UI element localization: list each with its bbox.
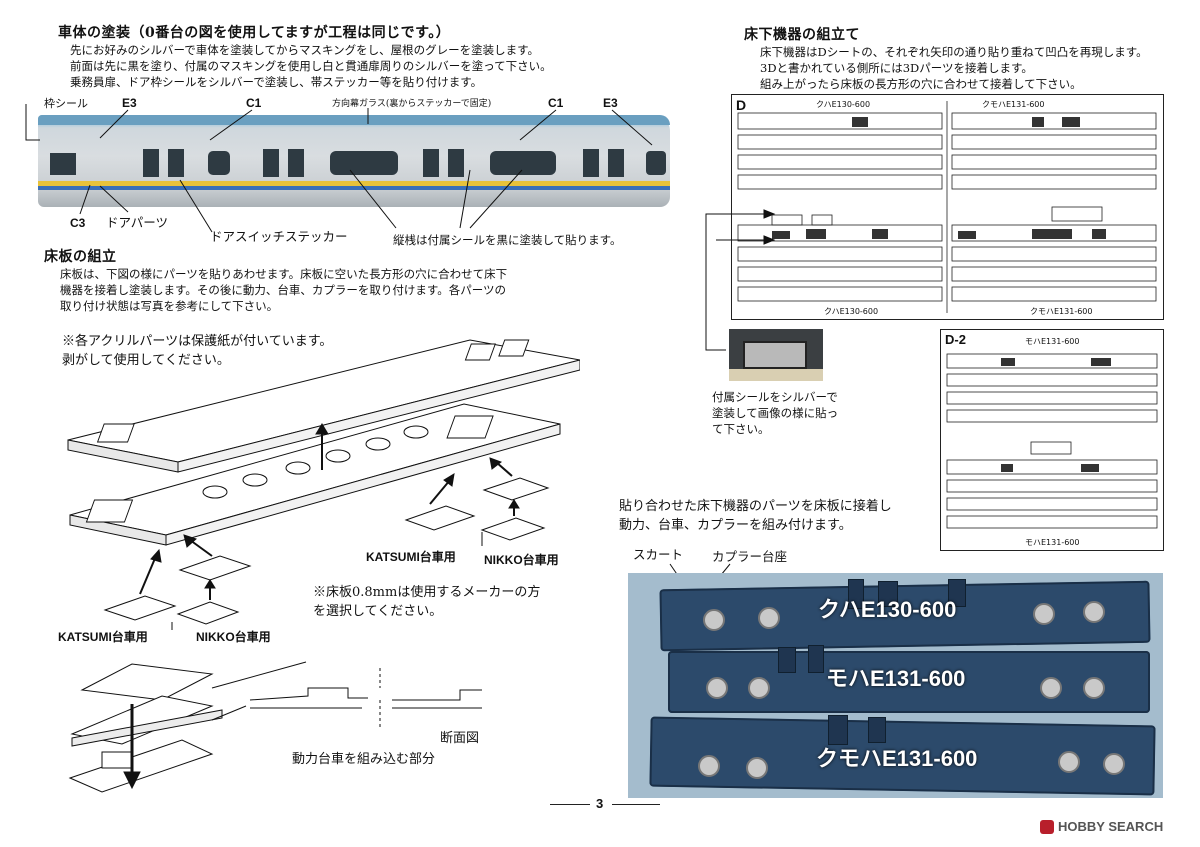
label-door-parts: ドアパーツ: [106, 215, 169, 230]
underfloor-line: 組み上がったら床板の長方形の穴に合わせて接着して下さい。: [760, 77, 1082, 91]
section-label: 断面図: [440, 731, 480, 746]
sheet-d-kuha-bottom: クハE130-600: [824, 307, 879, 316]
coupler-base-label: カプラー台座: [712, 549, 788, 564]
page-rule-right: [612, 804, 660, 805]
underfloor-text: 床下機器はDシートの、それぞれ矢印の通り貼り重ねて凹凸を再現します。 3Dと書か…: [760, 44, 1148, 92]
body-paint-text: 先にお好みのシルバーで車体を塗装してからマスキングをし、屋根のグレーを塗装します…: [70, 42, 552, 90]
underfloor-connector: [705, 209, 776, 351]
label-waku-seal: 枠シール: [44, 97, 88, 110]
acrylic-note: ※各アクリルパーツは保護紙が付いています。 剥がして使用してください。: [62, 332, 332, 370]
train-body-photo: [38, 115, 670, 207]
sheet-d2-drawing: [946, 353, 1158, 529]
seal-note-line: 付属シールをシルバーで: [712, 390, 838, 404]
sheet-d-drawing: [737, 101, 1157, 313]
body-paint-line: 先にお好みのシルバーで車体を塗装してからマスキングをし、屋根のグレーを塗装します…: [70, 43, 539, 57]
sheet-d-label: D: [736, 97, 747, 113]
body-paint-title: 車体の塗装（0番台の図を使用してますが工程は同じです。）: [58, 25, 451, 41]
sheet-d-kuha-top: クハE130-600: [816, 100, 871, 109]
brand-name: HOBBY SEARCH: [1058, 819, 1164, 834]
floor-title: 床板の組立: [44, 249, 117, 265]
power-truck-diagram: [68, 661, 482, 793]
brand-logo-icon: [1040, 820, 1054, 834]
underfloor-line: 3Dと書かれている側所には3Dパーツを接着します。: [760, 61, 1033, 75]
body-leader-lines: [25, 104, 653, 233]
thickness-note: ※床板0.8mmは使用するメーカーの方 を選択してください。: [313, 583, 540, 621]
label-e3-left: E3: [122, 96, 137, 110]
sheet-d-kumoha-bottom: クモハE131-600: [1030, 307, 1093, 316]
seal-photo: [729, 329, 823, 381]
sheet-d2-moha-bottom: モハE131-600: [1025, 538, 1080, 547]
underfloor-line: 床下機器はDシートの、それぞれ矢印の通り貼り重ねて凹凸を再現します。: [760, 45, 1148, 59]
floor-exploded-diagram: [67, 339, 580, 630]
label-c1-left: C1: [246, 96, 262, 110]
katsumi-left-label: KATSUMI台車用: [58, 630, 148, 644]
seal-note: 付属シールをシルバーで 塗装して画像の様に貼っ て下さい。: [712, 389, 838, 437]
underfloor-photo: クハE130-600 モハE131-600 クモハE131-600: [628, 573, 1163, 798]
label-door-switch: ドアスイッチステッカー: [210, 229, 348, 244]
page-number: 3: [596, 796, 604, 811]
unit-moha-label: モハE131-600: [826, 666, 966, 691]
power-label: 動力台車を組み込む部分: [292, 752, 436, 767]
katsumi-right-label: KATSUMI台車用: [366, 550, 456, 564]
label-vertical-note: 縦桟は付属シールを黒に塗装して貼ります。: [393, 233, 622, 247]
sheet-d: D クハE130-600 クモハE131-600 クハE130-600 クモハE…: [731, 94, 1164, 320]
floor-line: 機器を接着し塗装します。その後に動力、台車、カプラーを取り付けます。各パーツの: [60, 283, 506, 297]
label-c3: C3: [70, 216, 86, 230]
nikko-left-label: NIKKO台車用: [196, 630, 271, 644]
unit-kuha-label: クハE130-600: [818, 597, 957, 622]
thickness-note-line: を選択してください。: [313, 604, 443, 619]
label-glass: 方向幕ガラス(裏からステッカーで固定): [332, 99, 492, 109]
floor-line: 床板は、下図の様にパーツを貼りあわせます。床板に空いた長方形の穴に合わせて床下: [60, 267, 508, 281]
thickness-note-line: ※床板0.8mmは使用するメーカーの方: [313, 585, 541, 600]
body-paint-line: 前面は先に黒を塗り、付属のマスキングを使用し白と貫通扉周りのシルバーを塗って下さ…: [70, 59, 552, 73]
floor-line: 取り付け状態は写真を参考にして下さい。: [60, 299, 279, 313]
acrylic-note-line: ※各アクリルパーツは保護紙が付いています。: [62, 334, 333, 349]
floor-text: 床板は、下図の様にパーツを貼りあわせます。床板に空いた長方形の穴に合わせて床下 …: [60, 266, 507, 314]
body-paint-line: 乗務員扉、ドア枠シールをシルバーで塗装し、帯ステッカー等を貼り付けます。: [70, 75, 483, 89]
acrylic-note-line: 剥がして使用してください。: [62, 353, 230, 368]
skirt-label: スカート: [633, 547, 684, 562]
unit-kumoha-label: クモハE131-600: [816, 746, 978, 771]
label-c1-right: C1: [548, 96, 564, 110]
underfloor-title: 床下機器の組立て: [744, 27, 860, 43]
sheet-d-kumoha-top: クモハE131-600: [982, 100, 1045, 109]
photo-caption-line: 動力、台車、カプラーを組み付けます。: [619, 518, 852, 533]
sheet-d2-moha-top: モハE131-600: [1025, 337, 1080, 346]
sheet-d2: D-2 モハE131-600 モハE131-600: [940, 329, 1164, 551]
seal-note-line: 塗装して画像の様に貼っ: [712, 406, 839, 420]
nikko-right-label: NIKKO台車用: [484, 553, 559, 567]
photo-caption-line: 貼り合わせた床下機器のパーツを床板に接着し: [619, 499, 892, 514]
page-rule-left: [550, 804, 590, 805]
photo-caption: 貼り合わせた床下機器のパーツを床板に接着し 動力、台車、カプラーを組み付けます。: [619, 497, 892, 535]
seal-note-line: て下さい。: [712, 422, 770, 436]
label-e3-right: E3: [603, 96, 618, 110]
sheet-d2-label: D-2: [945, 332, 966, 347]
